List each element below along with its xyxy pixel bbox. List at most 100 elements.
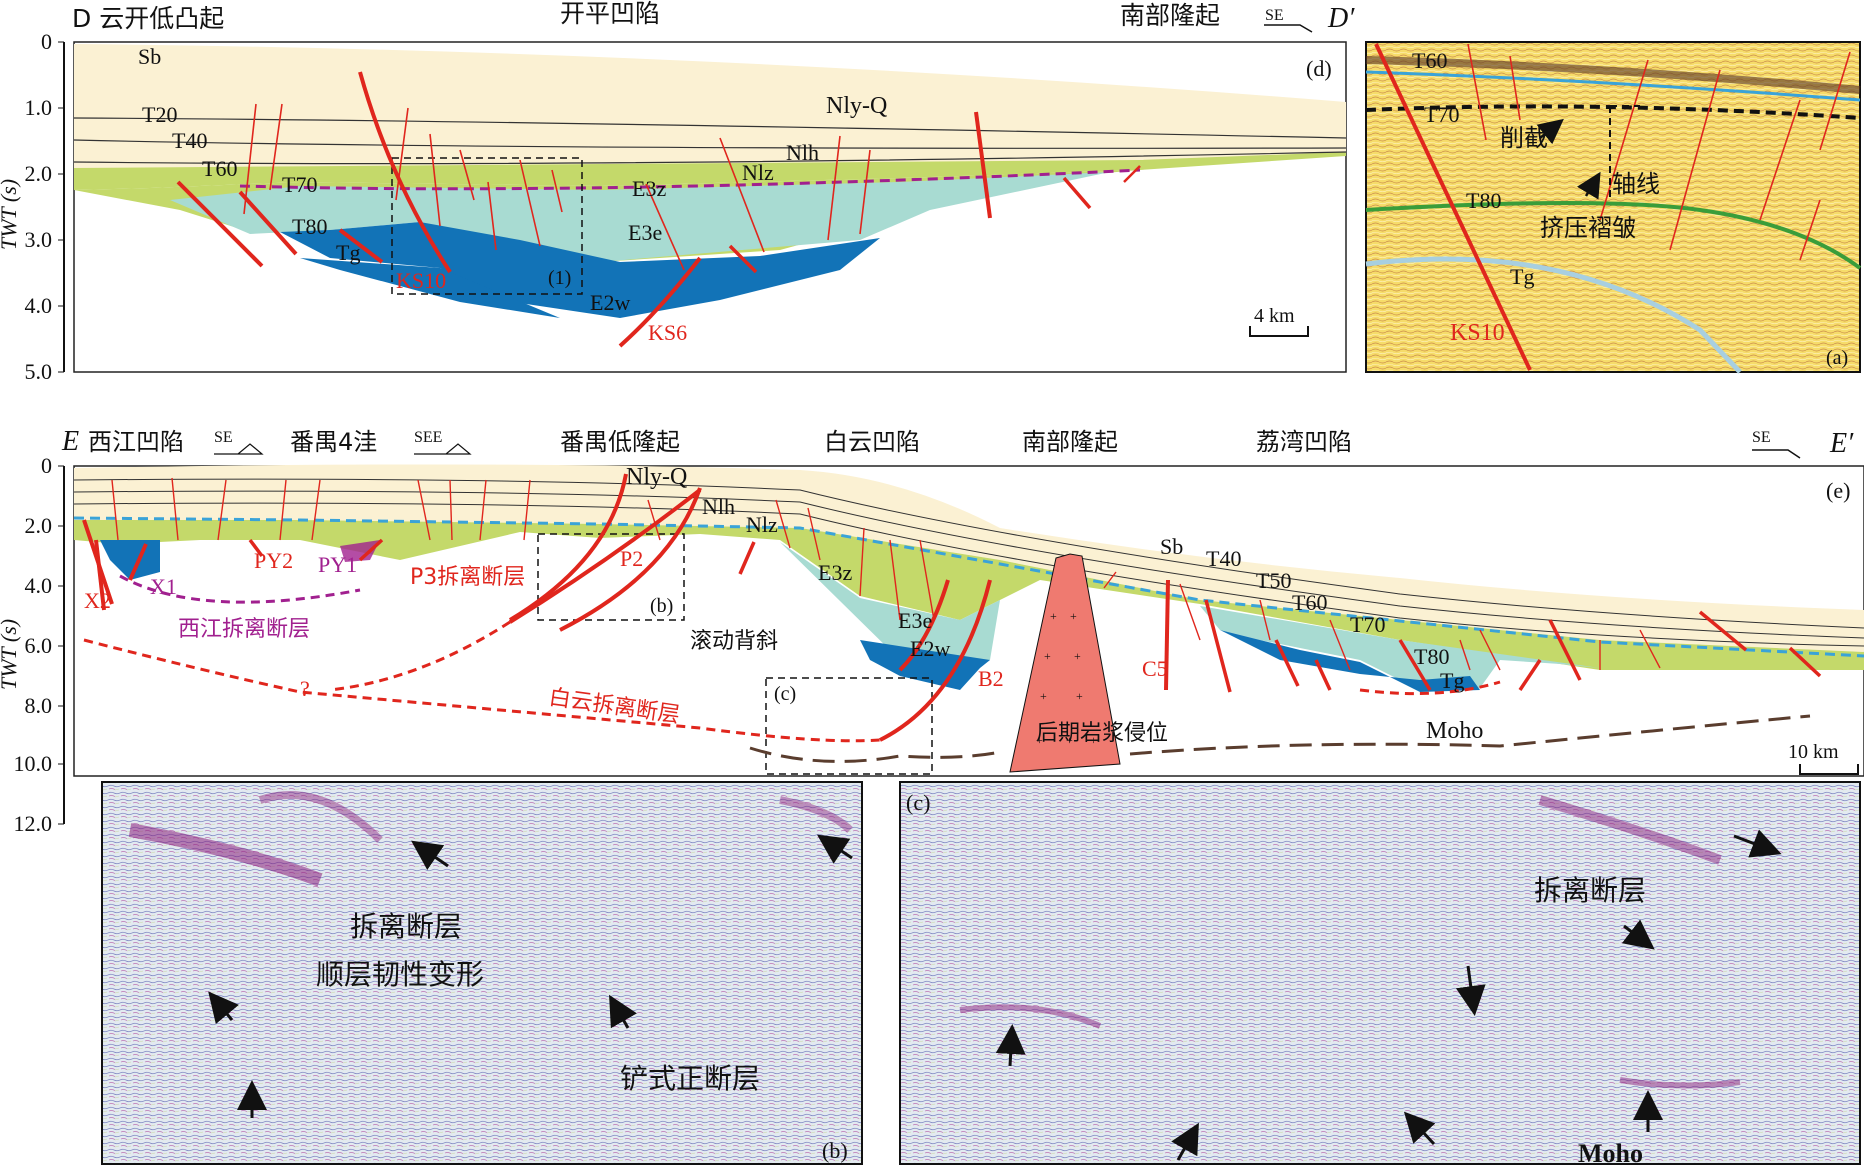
e-unit-nly-q: Nly-Q (626, 464, 687, 490)
a-horizon-t80 (1365, 201, 1862, 270)
d-faults (176, 71, 1141, 348)
e-dir-3: SE (1752, 429, 1771, 446)
d-horizon-t70 (239, 168, 1141, 191)
a-hz-tg: Tg (1510, 264, 1534, 289)
a-fault-label: KS10 (1450, 320, 1505, 346)
d-unit-nly-q: Nly-Q (826, 93, 887, 119)
e-e3e-liwan (1200, 606, 1600, 690)
c-tag: (c) (906, 790, 930, 815)
d-scale-bar (1249, 326, 1309, 337)
e-e2w-liwan (1220, 630, 1480, 692)
svg-text:+: + (1066, 733, 1073, 747)
panel-b-seismic: 拆离断层 顺层韧性变形 铲式正断层 (b) (101, 781, 863, 1165)
e-tick-3: 6.0 (25, 633, 53, 658)
d-neogene-layer (74, 44, 1346, 170)
e-detach-baiyun: 白云拆离断层 (547, 685, 681, 728)
e-e3z-layer (74, 520, 1864, 670)
e-region-south-uplift: 南部隆起 (1022, 428, 1118, 456)
svg-text:+: + (1074, 649, 1081, 663)
b-tag: (b) (822, 1138, 848, 1163)
d-end-label: D′ (1327, 3, 1355, 34)
panel-e-cross-section: 0 2.0 4.0 6.0 8.0 10.0 12.0 TWT (s) + + (0, 426, 1864, 836)
a-arrow-fold (1576, 171, 1601, 200)
e-end-label: E′ (1829, 428, 1854, 459)
d-tick-4: 4.0 (25, 293, 53, 318)
e-axis-label: TWT (s) (0, 619, 21, 690)
e-dir-2: SEE (414, 429, 442, 446)
panel-a-seismic: T60 T70 T80 Tg KS10 削截 轴线 挤压褶皱 (a) (1365, 41, 1862, 374)
a-horizon-t60 (1365, 70, 1861, 102)
e-tick-6: 12.0 (14, 811, 53, 836)
e-tick-5: 10.0 (14, 751, 53, 776)
e-fault-x2: X2 (84, 588, 111, 613)
d-horizon-t20 (73, 117, 1347, 139)
d-title-right: 南部隆起 (1120, 1, 1220, 30)
d-hz-tg: Tg (336, 240, 360, 265)
e-tick-2: 4.0 (25, 573, 53, 598)
d-fault-ks6: KS6 (648, 320, 687, 345)
e-py1-fill (340, 540, 380, 562)
e-region-baiyun: 白云凹陷 (824, 428, 920, 456)
d-tick-5: 5.0 (25, 359, 53, 384)
e-frame (73, 465, 1864, 777)
a-note-truncation: 削截 (1500, 124, 1548, 152)
a-horizon-t70 (1365, 104, 1861, 120)
d-horizon-t60 (73, 151, 1347, 165)
e-ticks: 0 2.0 4.0 6.0 8.0 10.0 12.0 (14, 453, 64, 836)
d-title-mid: 开平凹陷 (560, 0, 660, 28)
e-hz-t50: T50 (1256, 568, 1291, 593)
a-hz-t70: T70 (1424, 102, 1459, 127)
a-hz-t80: T80 (1466, 188, 1501, 213)
e-hz-t70: T70 (1350, 612, 1385, 637)
d-hz-t20: T20 (142, 102, 177, 127)
d-tick-3: 3.0 (25, 227, 53, 252)
c-text-moho: Moho (1578, 1139, 1643, 1167)
d-hz-sb: Sb (138, 44, 161, 69)
e-tick-0: 0 (41, 453, 52, 478)
e-moho-line (749, 746, 1001, 763)
e-box-c-tag: (c) (774, 683, 796, 705)
e-fault-c5: C5 (1142, 656, 1168, 681)
e-region-liwan: 荔湾凹陷 (1256, 428, 1352, 456)
e-hz-t60: T60 (1292, 590, 1327, 615)
e-horizon-t60 (73, 516, 1864, 658)
d-e2w-west (300, 258, 560, 318)
d-tick-1: 1.0 (25, 95, 53, 120)
c-arrows (995, 829, 1782, 1161)
e-neogene-layer (74, 464, 1864, 652)
d-ticks: 0 1.0 2.0 3.0 4.0 5.0 (25, 29, 64, 384)
d-unit-e2w: E2w (590, 290, 630, 315)
d-fault-ks10: KS10 (396, 268, 446, 293)
d-hz-t60: T60 (202, 156, 237, 181)
d-hz-t80: T80 (292, 214, 327, 239)
d-title-left: D 云开低凸起 (72, 4, 224, 33)
e-hz-sb: Sb (1160, 534, 1183, 559)
e-box-b-tag: (b) (650, 595, 673, 617)
a-faults (1467, 43, 1851, 261)
e-region-panyu-high: 番禺低隆起 (560, 428, 680, 456)
e-tick-1: 2.0 (25, 513, 53, 538)
e-unit-nlh: Nlh (702, 494, 735, 519)
d-unit-e3z: E3z (632, 176, 666, 201)
a-fault-ks10 (1374, 43, 1532, 371)
e-baiyun-detachment (83, 638, 881, 743)
e-tick-4: 8.0 (25, 693, 53, 718)
d-tick-0: 0 (41, 29, 52, 54)
e-scale-label: 10 km (1788, 741, 1839, 763)
d-hz-t40: T40 (172, 128, 207, 153)
d-direction-arrow (1264, 24, 1313, 33)
e-region-panyu4: 番禺4洼 (290, 428, 377, 456)
e-region-xijiang: 西江凹陷 (88, 428, 184, 456)
e-e3e-baiyun (780, 542, 1000, 660)
d-frame (73, 41, 1347, 373)
e-end-left: E (61, 426, 79, 457)
e-unit-e2w: E2w (910, 636, 950, 661)
d-box-tag: (1) (548, 267, 571, 289)
e-tag: (e) (1826, 478, 1850, 503)
d-hz-t70: T70 (282, 172, 317, 197)
svg-text:+: + (1076, 689, 1083, 703)
e-note-magma: 后期岩浆侵位 (1036, 721, 1168, 746)
panel-d-cross-section: 0 1.0 2.0 3.0 4.0 5.0 TWT (s) (0, 0, 1355, 384)
c-frame (899, 781, 1861, 1165)
